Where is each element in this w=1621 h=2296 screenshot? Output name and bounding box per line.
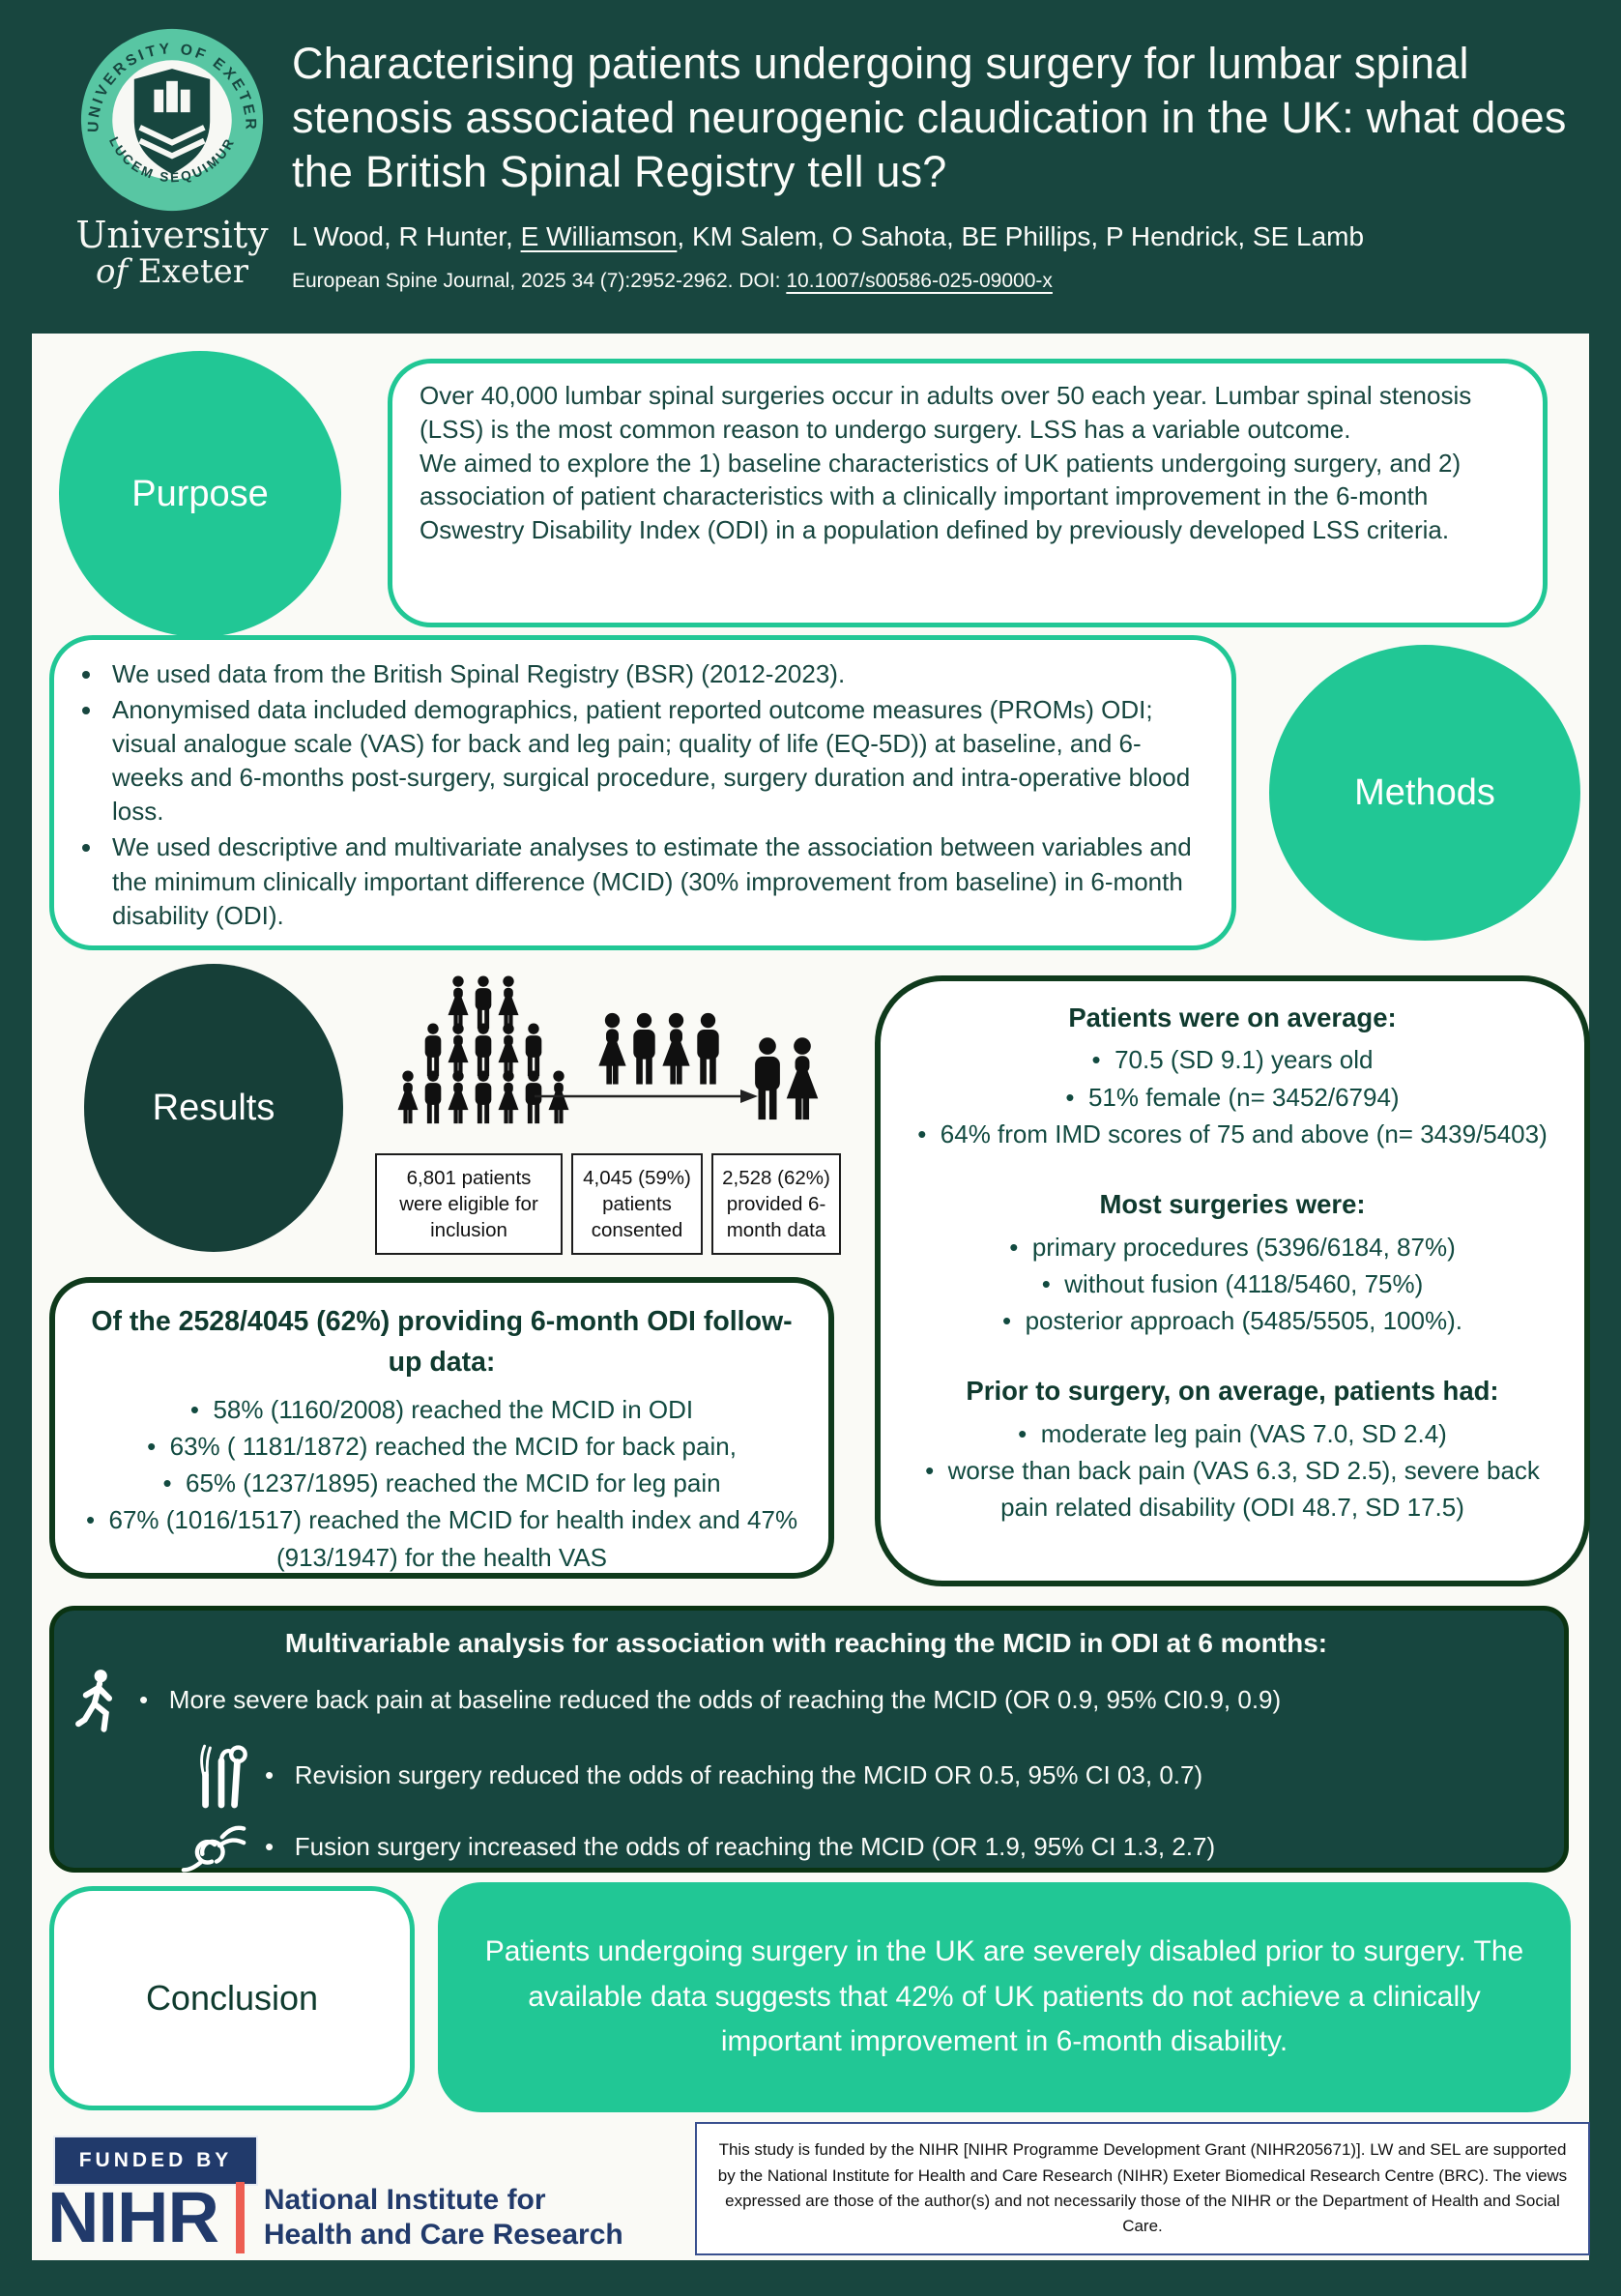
citation-text: European Spine Journal, 2025 34 (7):2952… — [292, 270, 787, 293]
flow-arrow-icon — [535, 1090, 758, 1103]
surgical-instruments-icon — [200, 1744, 247, 1809]
conclusion-text: Patients undergoing surgery in the UK ar… — [484, 1935, 1524, 2058]
author-underlined: E Williamson — [520, 221, 678, 252]
purpose-paragraph-1: Over 40,000 lumbar spinal surgeries occu… — [420, 381, 1472, 444]
nihr-wordmark: NIHR — [47, 2177, 219, 2257]
results-circle: Results — [84, 964, 343, 1252]
authors-line: L Wood, R Hunter, E Williamson, KM Salem… — [292, 221, 1578, 252]
nihr-name-line2: Health and Care Research — [263, 2219, 623, 2251]
methods-item: Anonymised data included demographics, p… — [104, 693, 1202, 828]
nihr-name-line1: National Institute for — [263, 2184, 546, 2216]
nihr-full-name: National Institute for Health and Care R… — [264, 2183, 623, 2252]
nihr-logo: NIHR National Institute for Health and C… — [47, 2182, 623, 2253]
averages-item: primary procedures (5396/6184, 87%) — [910, 1229, 1555, 1265]
title-block: Characterising patients undergoing surge… — [292, 37, 1578, 293]
purpose-label: Purpose — [131, 473, 269, 514]
poster-title: Characterising patients undergoing surge… — [292, 39, 1567, 196]
averages-section-2-title: Most surgeries were: — [1099, 1189, 1366, 1220]
header: UNIVERSITY OF EXETER · LUCEM SEQUIMUR · … — [0, 0, 1621, 334]
multivariable-item-text: More severe back pain at baseline reduce… — [139, 1684, 1281, 1717]
methods-box: We used data from the British Spinal Reg… — [49, 635, 1236, 950]
followup-box: Of the 2528/4045 (62%) providing 6-month… — [49, 1277, 834, 1579]
followup-title: Of the 2528/4045 (62%) providing 6-month… — [91, 1306, 793, 1378]
averages-section-3-title: Prior to surgery, on average, patients h… — [966, 1376, 1499, 1407]
fusion-knot-icon — [181, 1825, 246, 1873]
citation-line: European Spine Journal, 2025 34 (7):2952… — [292, 270, 1578, 293]
averages-item: moderate leg pain (VAS 7.0, SD 2.4) — [910, 1415, 1555, 1452]
averages-box: Patients were on average: 70.5 (SD 9.1) … — [875, 975, 1590, 1586]
nihr-red-bar — [235, 2182, 245, 2253]
funding-note-box: This study is funded by the NIHR [NIHR P… — [695, 2122, 1590, 2255]
funded-by-badge: FUNDED BY — [53, 2136, 258, 2186]
multivariable-title: Multivariable analysis for association w… — [284, 1628, 1328, 1658]
funded-by-label: FUNDED BY — [78, 2149, 233, 2171]
multivariable-row-back-pain: More severe back pain at baseline reduce… — [73, 1669, 1541, 1732]
crest-castle — [154, 80, 190, 113]
conclusion-text-box: Patients undergoing surgery in the UK ar… — [438, 1882, 1571, 2112]
doi-link[interactable]: 10.1007/s00586-025-09000-x — [786, 270, 1053, 293]
averages-item: worse than back pain (VAS 6.3, SD 2.5), … — [910, 1452, 1555, 1526]
university-of-exeter-logo: UNIVERSITY OF EXETER · LUCEM SEQUIMUR · … — [50, 25, 294, 289]
conclusion-label: Conclusion — [145, 1978, 319, 2018]
followup-item: 65% (1237/1895) reached the MCID for leg… — [84, 1465, 799, 1501]
flow-box-consented: 4,045 (59%) patients consented — [571, 1153, 703, 1256]
six-month-couple-icon — [749, 1035, 821, 1122]
authors-text: L Wood, R Hunter, — [292, 221, 521, 252]
walking-person-icon — [75, 1670, 113, 1732]
averages-item: 70.5 (SD 9.1) years old — [910, 1041, 1555, 1078]
multivariable-item-text: Revision surgery reduced the odds of rea… — [265, 1759, 1202, 1792]
averages-section-1: Patients were on average: 70.5 (SD 9.1) … — [910, 999, 1555, 1152]
followup-item: 63% ( 1181/1872) reached the MCID for ba… — [84, 1428, 799, 1465]
consented-group-icon — [596, 1010, 724, 1088]
methods-item: We used data from the British Spinal Reg… — [104, 657, 1202, 691]
followup-item: 58% (1160/2008) reached the MCID in ODI — [84, 1391, 799, 1428]
wordmark-line1: University — [75, 214, 269, 256]
crest-chevrons — [138, 125, 206, 160]
flow-box-six-month: 2,528 (62%) provided 6-month data — [711, 1153, 841, 1256]
purpose-circle: Purpose — [59, 351, 341, 637]
methods-circle: Methods — [1269, 645, 1580, 941]
averages-item: 64% from IMD scores of 75 and above (n= … — [910, 1116, 1555, 1152]
university-crest-icon: UNIVERSITY OF EXETER · LUCEM SEQUIMUR · — [77, 25, 264, 212]
funding-note-text: This study is funded by the NIHR [NIHR P… — [717, 2140, 1568, 2236]
multivariable-row-revision: Revision surgery reduced the odds of rea… — [193, 1742, 1541, 1810]
conclusion-label-box: Conclusion — [49, 1886, 415, 2110]
averages-item: without fusion (4118/5460, 75%) — [910, 1265, 1555, 1302]
followup-item: 67% (1016/1517) reached the MCID for hea… — [84, 1501, 799, 1575]
methods-list: We used data from the British Spinal Reg… — [75, 657, 1202, 933]
content-panel: Purpose Over 40,000 lumbar spinal surger… — [32, 334, 1590, 2260]
results-label: Results — [152, 1087, 275, 1128]
methods-item: We used descriptive and multivariate ana… — [104, 830, 1202, 932]
averages-section-2: Most surgeries were: primary procedures … — [910, 1185, 1555, 1339]
averages-item: 51% female (n= 3452/6794) — [910, 1079, 1555, 1116]
multivariable-item-text: Fusion surgery increased the odds of rea… — [265, 1831, 1215, 1864]
methods-label: Methods — [1354, 771, 1495, 813]
wordmark-line2: of Exeter — [95, 251, 249, 291]
purpose-paragraph-2: We aimed to explore the 1) baseline char… — [420, 448, 1462, 545]
multivariable-row-fusion: Fusion surgery increased the odds of rea… — [180, 1819, 1541, 1875]
purpose-box: Over 40,000 lumbar spinal surgeries occu… — [388, 359, 1548, 627]
flow-box-eligible: 6,801 patients were eligible for inclusi… — [375, 1153, 563, 1256]
multivariable-box: Multivariable analysis for association w… — [49, 1606, 1569, 1873]
university-wordmark: University of Exeter — [50, 214, 294, 291]
averages-section-3: Prior to surgery, on average, patients h… — [910, 1372, 1555, 1526]
authors-text-2: , KM Salem, O Sahota, BE Phillips, P Hen… — [677, 221, 1365, 252]
averages-item: posterior approach (5485/5505, 100%). — [910, 1302, 1555, 1339]
averages-section-1-title: Patients were on average: — [1068, 1003, 1397, 1032]
